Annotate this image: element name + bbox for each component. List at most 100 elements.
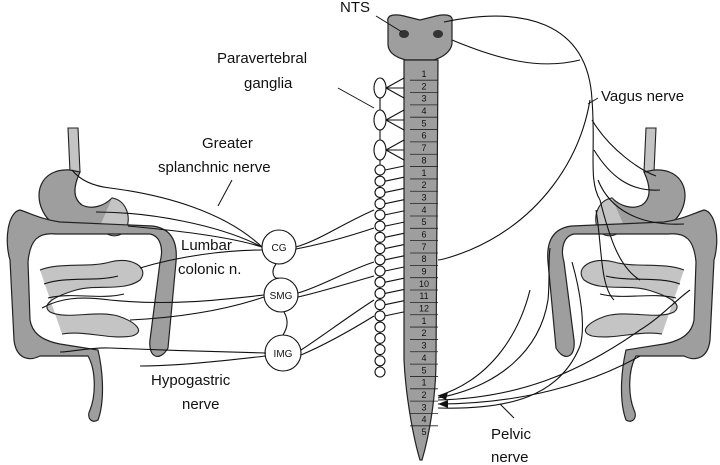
cervical-connector — [385, 87, 405, 99]
chain-to-smg — [297, 261, 375, 294]
vagus-leader — [587, 97, 599, 105]
spinal-segment-label: 8 — [421, 155, 426, 165]
cervical-ganglion-1 — [373, 77, 387, 99]
chain-to-cg-2 — [295, 227, 375, 250]
chain-ganglion — [374, 332, 386, 344]
pelvic-nerve-3 — [437, 261, 583, 409]
chain-ganglia — [374, 164, 386, 378]
chain-ganglion — [374, 175, 386, 187]
pelvic-leader — [499, 403, 515, 419]
vagus-branch-3 — [597, 179, 685, 225]
vagus-branch-2 — [593, 149, 661, 191]
smg-label: SMG — [270, 291, 293, 302]
prevertebral-ganglia: CG SMG IMG — [261, 229, 302, 372]
left-small-intestine-2 — [43, 275, 125, 299]
right-gi-tract — [547, 127, 718, 422]
pelvic-arrow-1 — [438, 392, 448, 400]
paravertebral-label-line1: Paravertebral — [217, 50, 307, 67]
chain-to-img-2 — [300, 315, 375, 356]
paravertebral-label-line2: ganglia — [244, 75, 293, 92]
spinal-segment-label: 2 — [421, 328, 426, 338]
smg-img-link — [282, 311, 288, 336]
pelvic-label-line1: Pelvic — [491, 426, 532, 443]
spinal-segment-label: 4 — [421, 205, 426, 215]
ramus-connector — [384, 300, 405, 306]
img-label: IMG — [274, 349, 293, 360]
spinal-segment-label: 2 — [421, 390, 426, 400]
spinal-segment-label: 7 — [421, 242, 426, 252]
spinal-segment-label: 3 — [421, 341, 426, 351]
paravertebral-chain — [373, 77, 405, 378]
ramus-connector — [384, 255, 405, 261]
right-colon — [547, 209, 718, 422]
cord-body — [403, 59, 439, 461]
pelvic-label-line2: nerve — [491, 449, 529, 465]
chain-ganglion — [374, 310, 386, 322]
nerve-pathways — [41, 15, 691, 409]
chain-to-img — [300, 299, 375, 351]
left-esophagus — [67, 127, 81, 173]
right-small-intestine-2 — [599, 275, 681, 299]
spinal-segment-label: 5 — [421, 217, 426, 227]
chain-ganglion — [374, 164, 386, 176]
spinal-segment-label: 1 — [421, 69, 426, 79]
spinal-segment-label: 11 — [419, 291, 428, 301]
pelvic-nerve-4 — [437, 247, 551, 399]
ramus-connector — [384, 210, 405, 216]
cervical-connector — [385, 149, 405, 161]
cg-smg-link — [272, 263, 280, 279]
spinal-segment-label: 3 — [421, 192, 426, 202]
greater-splanchnic-label-line1: Greater — [202, 135, 253, 152]
nts-leader — [375, 15, 403, 33]
cervical-connector — [385, 109, 405, 121]
greater-leader — [217, 179, 233, 207]
spinal-segment-label: 2 — [421, 180, 426, 190]
chain-ganglion — [374, 198, 386, 210]
ramus-connector — [384, 199, 405, 205]
chain-ganglion — [374, 276, 386, 288]
pelvic-arrow-2 — [438, 400, 448, 408]
pelvic-nerve-5 — [437, 289, 531, 397]
ramus-connector — [384, 165, 405, 171]
brainstem — [387, 14, 453, 61]
spinal-segment-label: 1 — [421, 316, 426, 326]
nts-label: NTS — [340, 0, 370, 16]
cervical-connector — [385, 119, 405, 131]
hypogastric-label-line1: Hypogastric — [151, 372, 231, 389]
spinal-segment-label: 1 — [421, 168, 426, 178]
ramus-connector — [384, 232, 405, 238]
vagus-to-brainstem — [451, 39, 581, 65]
pelvic-nerve-1 — [437, 289, 691, 401]
segment-ticks — [410, 79, 438, 427]
vagus-nerve-trunk — [443, 15, 601, 201]
lumbar-colonic-branch — [129, 296, 265, 321]
vagus-branch-5 — [595, 209, 615, 301]
label-leaders — [217, 15, 599, 419]
spinal-segment-label: 5 — [421, 118, 426, 128]
right-esophagus — [643, 127, 657, 173]
spinal-segment-label: 7 — [421, 143, 426, 153]
greater-splanchnic-branch-1 — [95, 211, 263, 248]
lumbar-colonic-label-line2: colonic n. — [178, 261, 241, 278]
chain-to-cg — [295, 209, 375, 248]
chain-ganglion — [374, 321, 386, 333]
chain-ganglion — [374, 366, 386, 378]
cg-label: CG — [272, 243, 287, 254]
ramus-connector — [384, 187, 405, 193]
chain-ganglion — [374, 231, 386, 243]
cervical-ganglion-3 — [373, 139, 387, 161]
spinal-segment-label: 6 — [421, 131, 426, 141]
cervical-ganglion-2 — [373, 109, 387, 131]
chain-ganglion — [374, 265, 386, 277]
chain-ganglion — [374, 287, 386, 299]
greater-splanchnic-branch-3 — [139, 249, 263, 269]
spinal-segment-label: 10 — [419, 279, 429, 289]
vagus-descending — [437, 99, 591, 261]
spinal-segment-label: 2 — [421, 81, 426, 91]
nts-nucleus-right — [433, 30, 443, 38]
chain-ganglion — [374, 344, 386, 356]
ramus-connector — [384, 311, 405, 317]
